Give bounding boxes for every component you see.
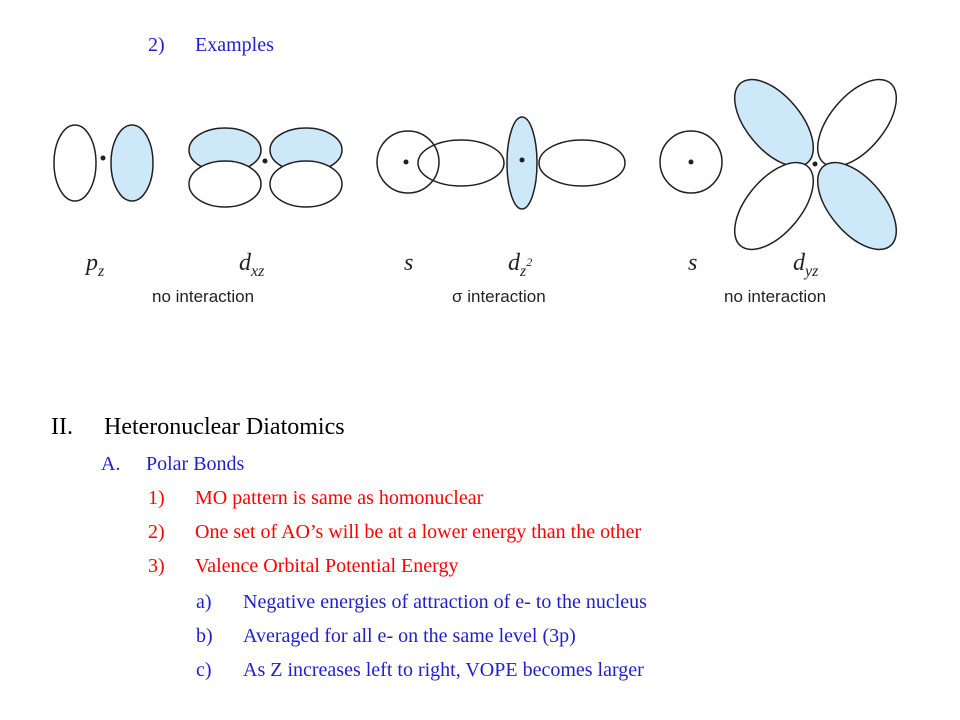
item-number: 3) [148, 555, 165, 577]
dyz-lobe-lower-right [816, 161, 898, 251]
pz-lobe-left [53, 124, 97, 202]
subitem-letter: a) [196, 591, 212, 613]
label-pz: pz [84, 250, 105, 280]
dz2-lobe-right [538, 139, 626, 187]
examples-number: 2) [148, 34, 165, 56]
item-text: One set of AO’s will be at a lower energ… [195, 521, 642, 543]
caption-no-interaction-right: no interaction [724, 287, 826, 306]
dz2-lobe-vertical [506, 116, 538, 210]
s-nucleus-dot [403, 159, 409, 165]
section-number: II. [51, 414, 73, 440]
subsection-title: Polar Bonds [146, 453, 245, 475]
dxz-orbital [188, 127, 343, 208]
label-s-center: s [404, 250, 413, 276]
caption-no-interaction-left: no interaction [152, 287, 254, 306]
subitem-text: Negative energies of attraction of e- to… [243, 591, 647, 613]
dyz-lobe-upper-right [816, 78, 898, 168]
item-number: 1) [148, 487, 165, 509]
subitem-text: As Z increases left to right, VOPE becom… [243, 659, 644, 681]
s-dz2-pair [376, 116, 626, 210]
item-number: 2) [148, 521, 165, 543]
dyz-lobe-upper-left [733, 78, 815, 168]
subitem-text: Averaged for all e- on the same level (3… [243, 625, 576, 647]
dyz-lobe-lower-left [733, 161, 815, 251]
item-text: Valence Orbital Potential Energy [195, 555, 459, 577]
subitem-letter: c) [196, 659, 212, 681]
dz2-nucleus-dot [519, 157, 525, 163]
subsection-letter: A. [101, 453, 121, 475]
subitem-letter: b) [196, 625, 213, 647]
dz2-lobe-left [417, 139, 505, 187]
section-title: Heteronuclear Diatomics [104, 414, 345, 440]
dxz-lobe-lower-right [269, 160, 343, 208]
caption-sigma-interaction: σ interaction [452, 287, 546, 306]
label-dyz: dyz [793, 250, 819, 280]
dxz-lobe-lower-left [188, 160, 262, 208]
dyz-nucleus-dot [812, 161, 818, 167]
label-dz2: dz2 [508, 250, 532, 280]
label-dxz: dxz [239, 250, 265, 280]
orbital-diagram: pz dxz s dz2 s dyz no interaction σ inte… [53, 78, 898, 306]
pz-lobe-right [110, 124, 154, 202]
pz-nucleus-dot [100, 155, 106, 161]
dxz-nucleus-dot [262, 158, 268, 164]
pz-orbital [53, 124, 154, 202]
label-s-right: s [688, 250, 697, 276]
s-dyz-pair [659, 78, 898, 251]
item-text: MO pattern is same as homonuclear [195, 487, 484, 509]
examples-label: Examples [195, 34, 274, 56]
s-right-nucleus-dot [688, 159, 694, 165]
